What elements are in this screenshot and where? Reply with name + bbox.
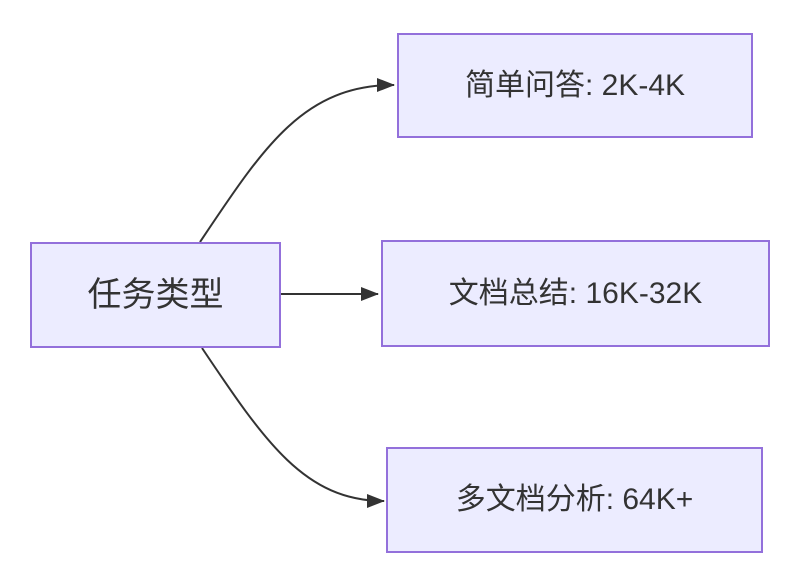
- node-multi-doc-analysis-label: 多文档分析: 64K+: [455, 483, 694, 516]
- node-simple-qa: 简单问答: 2K-4K: [397, 33, 753, 138]
- node-doc-summary: 文档总结: 16K-32K: [381, 240, 770, 347]
- edge-task-type-to-multi-doc-analysis: [201, 347, 385, 508]
- node-task-type: 任务类型: [30, 242, 281, 348]
- node-doc-summary-label: 文档总结: 16K-32K: [448, 276, 703, 310]
- node-simple-qa-label: 简单问答: 2K-4K: [464, 68, 686, 102]
- node-task-type-label: 任务类型: [87, 275, 224, 314]
- edge-task-type-to-simple-qa: [199, 78, 395, 243]
- node-multi-doc-analysis: 多文档分析: 64K+: [386, 447, 763, 553]
